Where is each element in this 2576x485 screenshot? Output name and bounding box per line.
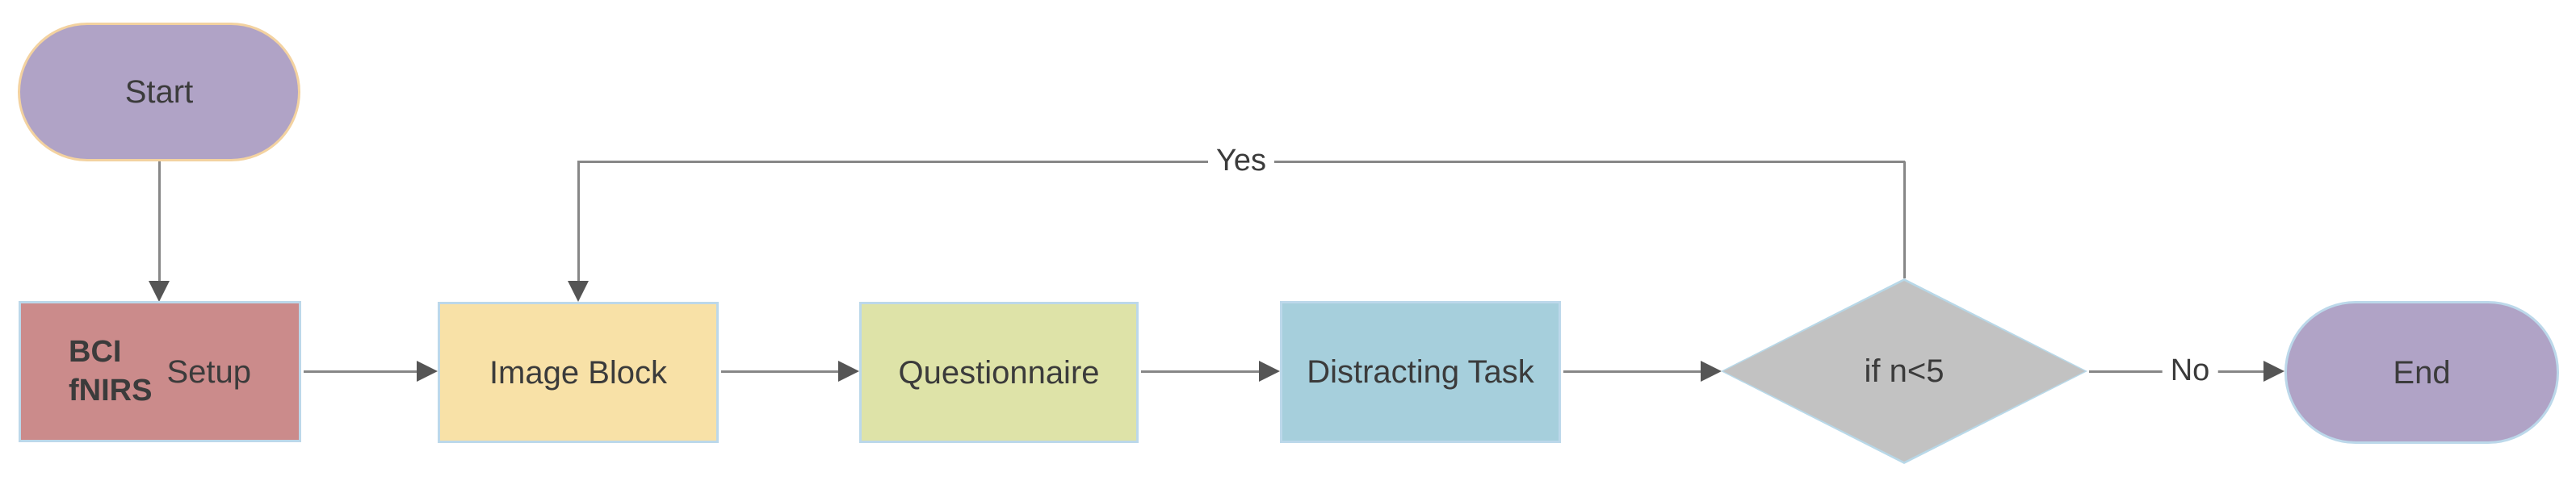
edge-setup-to-image-block [304,370,417,373]
arrowhead-down-icon [149,281,170,302]
arrowhead-right-icon [2263,361,2284,382]
arrowhead-right-icon [1259,361,1280,382]
arrowhead-right-icon [1701,361,1722,382]
node-questionnaire-label: Questionnaire [898,354,1100,391]
node-setup-label-bold: BCI fNIRS [69,335,153,408]
edge-label-no: No [2162,353,2218,390]
node-end: End [2284,301,2559,444]
node-questionnaire: Questionnaire [859,302,1139,443]
node-decision-label: if n<5 [1864,353,1945,389]
edge-questionnaire-to-distracting-task [1141,370,1259,373]
node-setup-label: Setup [166,353,251,390]
node-start: Start [18,23,300,161]
edge-distracting-task-to-decision [1563,370,1701,373]
arrowhead-right-icon [838,361,859,382]
arrowhead-right-icon [417,361,438,382]
node-image-block: Image Block [438,302,719,443]
edge-label-yes: Yes [1208,143,1274,180]
node-decision: if n<5 [1721,278,2087,464]
node-bci-fnirs-setup: BCI fNIRS Setup [19,301,301,442]
edge-start-to-setup [157,161,161,281]
node-image-block-label: Image Block [489,354,668,391]
node-end-label: End [2393,354,2451,391]
edge-decision-yes-vertical-up [1903,161,1906,278]
node-start-label: Start [124,74,194,110]
node-distracting-task-label: Distracting Task [1307,354,1534,390]
node-distracting-task: Distracting Task [1280,301,1561,443]
edge-decision-yes-vertical-down [577,161,580,281]
edge-image-block-to-questionnaire [721,370,838,373]
arrowhead-down-icon [568,281,589,302]
